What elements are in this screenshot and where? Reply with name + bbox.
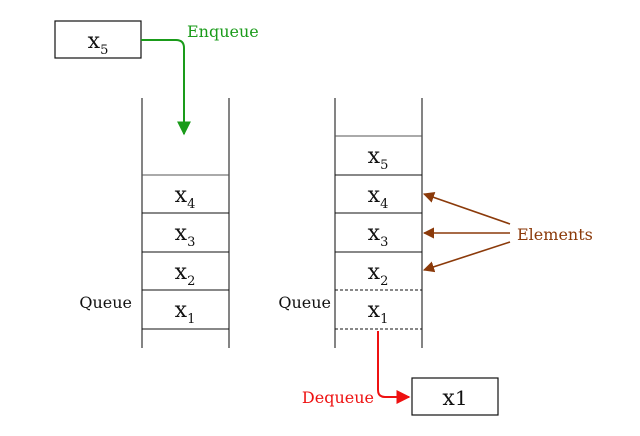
dequeue-result-box: x1 (411, 377, 499, 416)
left-queue-cell: x3 (175, 221, 196, 250)
elements-arrow (422, 192, 511, 225)
dequeue-label: Dequeue (302, 388, 374, 407)
right-queue-label: Queue (278, 293, 331, 312)
right-queue-cell: x5 (368, 144, 389, 173)
enqueue-source-value: x5 (88, 29, 109, 58)
elements-label: Elements (517, 225, 593, 244)
right-queue-cell: x4 (368, 183, 389, 212)
enqueue-label: Enqueue (187, 22, 259, 41)
left-queue-cell: x1 (175, 298, 196, 327)
enqueue-arrow (141, 39, 191, 136)
right-queue-cell-dequeued: x1 (368, 298, 389, 327)
dequeue-result-value: x1 (442, 386, 467, 411)
left-queue-label: Queue (79, 293, 132, 312)
elements-arrow (422, 241, 511, 273)
right-queue-cell: x3 (368, 221, 389, 250)
enqueue-source-box: x5 (54, 20, 142, 59)
right-queue: x5 x4 x3 x2 x1 Queue (278, 98, 423, 348)
right-queue-cell: x2 (368, 260, 389, 289)
elements-annotation: Elements (422, 192, 593, 273)
left-queue-cell: x4 (175, 183, 196, 212)
left-queue-cell: x2 (175, 260, 196, 289)
left-queue: x4 x3 x2 x1 Queue (79, 98, 230, 348)
dequeue-arrow (377, 331, 411, 404)
